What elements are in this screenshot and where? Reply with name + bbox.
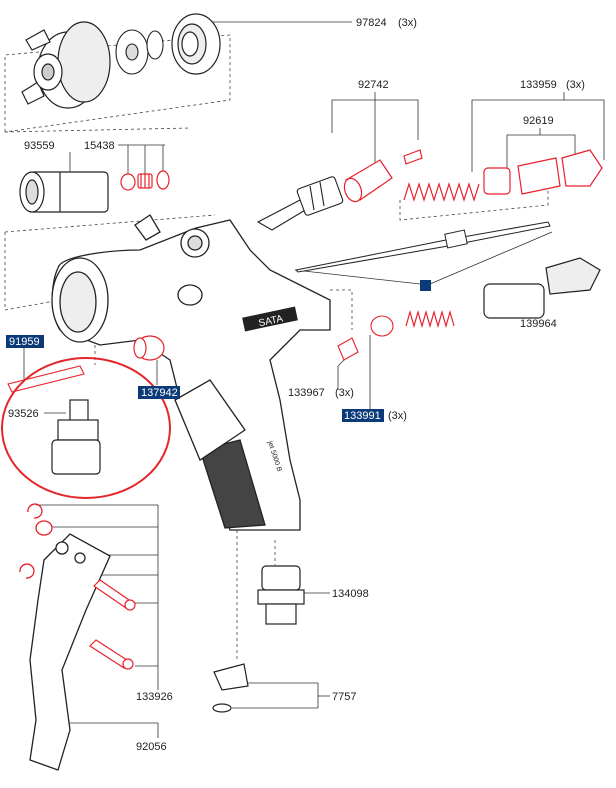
- dashed-guides: [4, 34, 549, 660]
- clip-7757: [212, 663, 249, 713]
- leader-lines: [23, 21, 605, 738]
- label-137942: 137942: [141, 387, 178, 399]
- air-distributor-ring: [171, 13, 221, 75]
- label-133959-qty: (3x): [566, 79, 585, 91]
- gun-body: [51, 214, 331, 531]
- highlight-box-91959: [6, 335, 44, 348]
- label-139964: 139964: [520, 318, 557, 330]
- seal-set: [120, 170, 170, 191]
- adjusting-knob: [483, 257, 601, 319]
- label-133959: 133959: [520, 79, 557, 91]
- part-labels: 97824 (3x) 92742 133959 (3x) 92619 93559…: [8, 17, 585, 753]
- label-133926: 133926: [136, 691, 173, 703]
- label-15438: 15438: [84, 140, 115, 152]
- screw-red: [337, 337, 359, 361]
- air-connector-bottom: [257, 565, 305, 625]
- spring-red: [403, 181, 480, 203]
- label-93559: 93559: [24, 140, 55, 152]
- label-97824: 97824: [356, 17, 387, 29]
- label-134098: 134098: [332, 588, 369, 600]
- highlight-square-marker: [420, 280, 431, 291]
- label-91959: 91959: [9, 336, 40, 348]
- circlips-red: [19, 503, 53, 579]
- paint-nozzle: [256, 176, 344, 231]
- gun-brand-text: SATA: [258, 313, 285, 329]
- nozzle-red-part: [343, 149, 423, 203]
- label-133991: 133991: [344, 410, 381, 422]
- highlight-circle: [1, 357, 171, 499]
- label-133991-qty: (3x): [388, 410, 407, 422]
- spring-red-2: [405, 309, 455, 329]
- air-pin-red: [7, 365, 85, 393]
- label-133967-qty: (3x): [335, 387, 354, 399]
- regulator-red: [370, 315, 394, 337]
- air-connector: [51, 399, 101, 475]
- highlight-box-137942: [138, 386, 180, 399]
- label-92742: 92742: [358, 79, 389, 91]
- trigger: [29, 533, 111, 771]
- gear-ring-part: [115, 29, 164, 75]
- highlight-box-133991: [342, 409, 384, 422]
- sleeve-part: [19, 171, 109, 213]
- air-valve-red: [133, 335, 165, 361]
- label-92056: 92056: [136, 741, 167, 753]
- label-93526: 93526: [8, 408, 39, 420]
- label-7757: 7757: [332, 691, 356, 703]
- label-97824-qty: (3x): [398, 17, 417, 29]
- needle: [294, 221, 551, 273]
- label-133967: 133967: [288, 387, 325, 399]
- air-cap-assembly: [21, 21, 111, 109]
- needle-packing: [483, 149, 603, 195]
- trigger-pins-red: [89, 579, 136, 670]
- label-92619: 92619: [523, 115, 554, 127]
